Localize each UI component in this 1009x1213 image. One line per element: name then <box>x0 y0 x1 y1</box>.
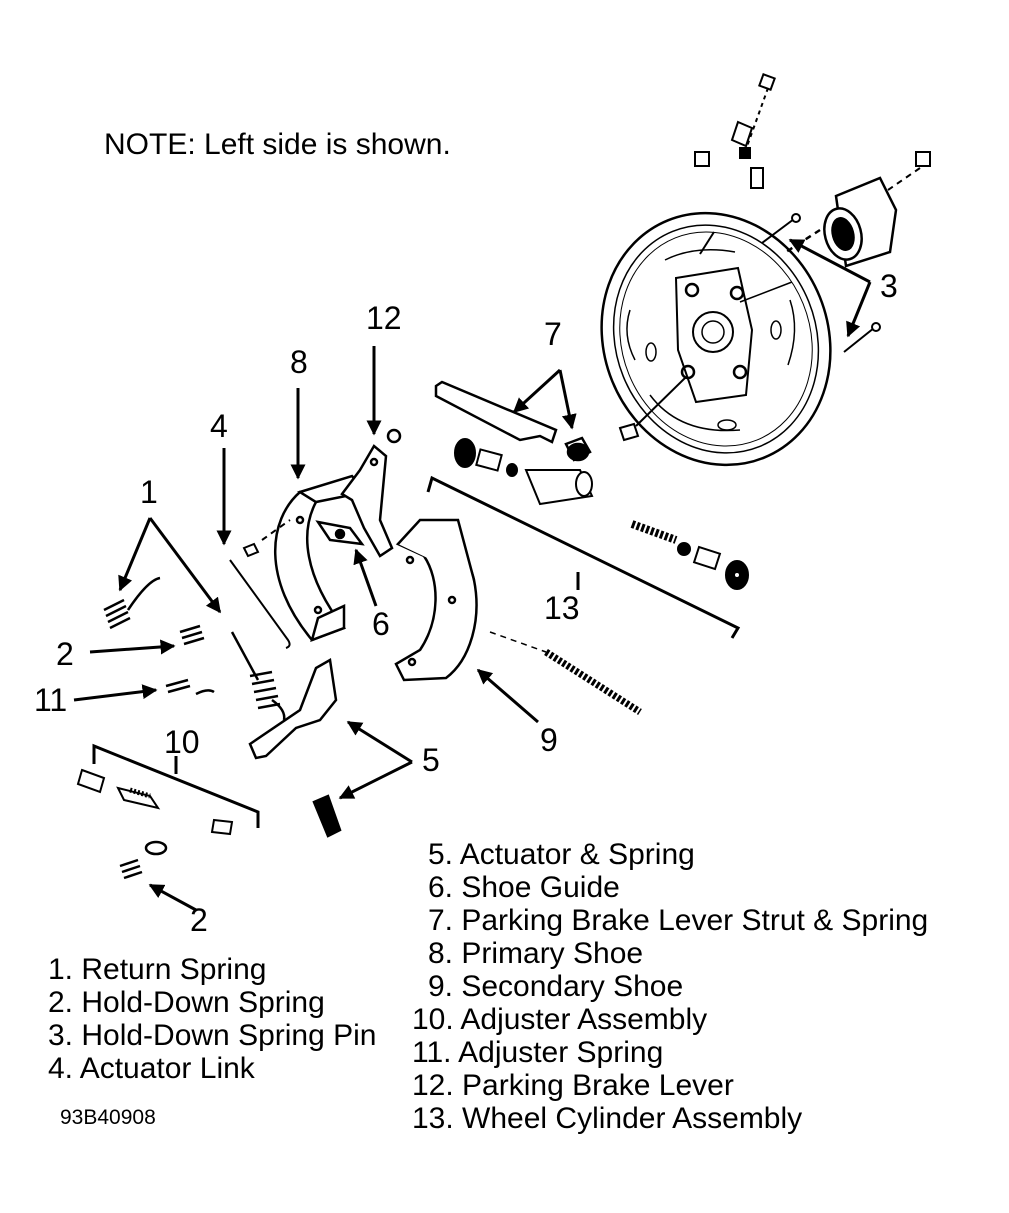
legend-item-11: 11. Adjuster Spring <box>412 1036 664 1069</box>
shoe-guide <box>315 520 365 546</box>
actuator <box>248 658 342 838</box>
callout-4: 4 <box>210 408 228 444</box>
callout-2-lower: 2 <box>190 902 208 938</box>
callout-12: 12 <box>366 300 402 336</box>
actuator-link <box>229 519 291 649</box>
legend-item-12: 12. Parking Brake Lever <box>412 1069 734 1102</box>
bracket-13 <box>426 475 741 639</box>
callout-1: 1 <box>140 474 158 510</box>
parking-brake-lever <box>340 428 402 558</box>
legend-item-9: 9. Secondary Shoe <box>428 970 684 1003</box>
legend-item-4: 4. Actuator Link <box>48 1052 255 1085</box>
leader-arrows <box>73 238 872 912</box>
callout-11: 11 <box>34 682 68 718</box>
bleeder-and-studs <box>694 73 931 191</box>
figure-id: 93B40908 <box>60 1106 156 1129</box>
legend-item-13: 13. Wheel Cylinder Assembly <box>412 1102 803 1135</box>
note-text: NOTE: Left side is shown. <box>104 128 451 161</box>
bracket-10 <box>92 743 260 828</box>
callout-5: 5 <box>422 742 440 778</box>
legend-item-2: 2. Hold-Down Spring <box>48 986 325 1019</box>
long-adjuster-spring <box>544 649 642 715</box>
callout-9: 9 <box>540 722 558 758</box>
legend-item-3: 3. Hold-Down Spring Pin <box>48 1019 377 1052</box>
backing-plate <box>600 211 832 467</box>
secondary-shoe <box>394 518 478 682</box>
callout-3: 3 <box>880 268 898 304</box>
callout-13: 13 <box>544 590 580 626</box>
legend-item-7: 7. Parking Brake Lever Strut & Spring <box>428 904 929 937</box>
small-springs <box>119 624 215 880</box>
legend-item-8: 8. Primary Shoe <box>428 937 644 970</box>
callout-8: 8 <box>290 344 308 380</box>
callout-2-upper: 2 <box>56 636 74 672</box>
hold-down-pins <box>618 213 881 442</box>
wheel-cylinder-parts <box>454 438 749 590</box>
callout-7: 7 <box>544 316 562 352</box>
cable-bracket <box>785 176 898 268</box>
legend-item-1: 1. Return Spring <box>48 953 267 986</box>
adjuster-assembly <box>76 768 234 836</box>
callout-6: 6 <box>372 606 390 642</box>
legend-item-10: 10. Adjuster Assembly <box>412 1003 708 1036</box>
legend-item-5: 5. Actuator & Spring <box>428 838 695 871</box>
parking-brake-strut <box>434 380 592 462</box>
return-springs <box>103 576 286 721</box>
callout-10: 10 <box>164 724 200 760</box>
legend-item-6: 6. Shoe Guide <box>428 871 620 904</box>
